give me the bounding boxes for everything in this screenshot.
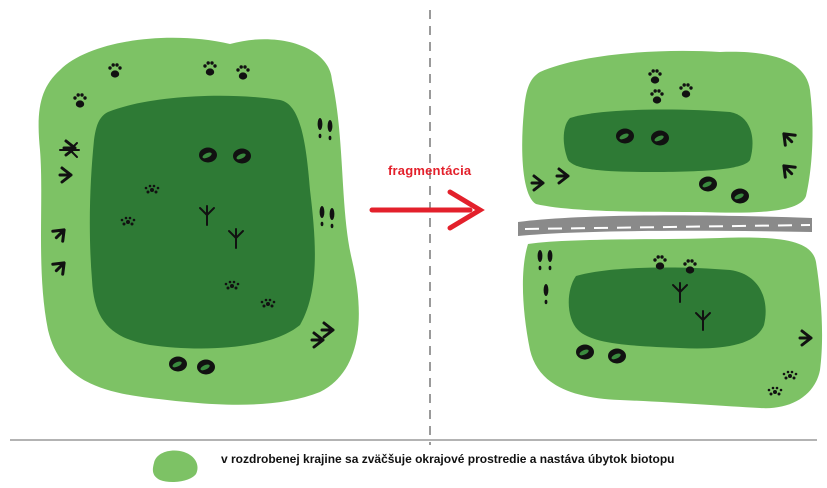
fragmentation-arrow — [372, 192, 480, 228]
fragmented-habitat — [518, 51, 822, 408]
legend-text: v rozdrobenej krajine sa zväčšuje okrajo… — [221, 452, 674, 466]
habitat-core-zone — [90, 96, 315, 349]
legend-swatch — [153, 450, 198, 482]
intact-habitat — [39, 38, 359, 405]
fragment-bottom-core — [569, 268, 766, 349]
arrow-label: fragmentácia — [388, 163, 471, 178]
road — [518, 215, 812, 236]
